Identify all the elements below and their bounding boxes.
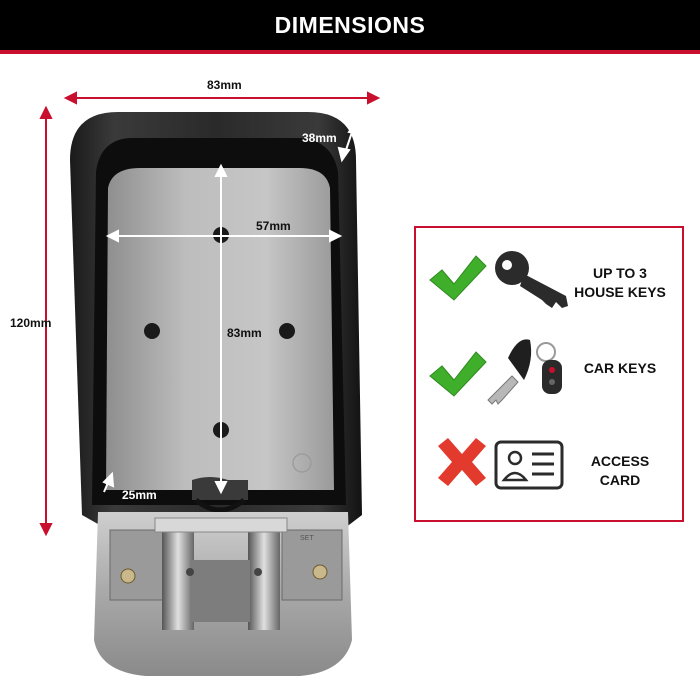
lock-mechanism-left	[109, 529, 171, 601]
feature-label-car-keys: CAR KEYS	[583, 360, 657, 376]
green-check-icon	[429, 255, 487, 301]
lock-mechanism-right	[281, 529, 343, 601]
mounting-hole-right	[279, 323, 295, 339]
page-title: DIMENSIONS	[274, 11, 426, 38]
depth-dimension-label: 38mm	[302, 131, 337, 145]
green-check-icon	[429, 351, 487, 397]
shackle-bar	[154, 517, 288, 533]
shackle-right	[248, 520, 280, 630]
compatibility-icons	[429, 251, 568, 490]
house-key-icon	[495, 251, 568, 308]
red-cross-icon	[438, 438, 486, 486]
shackle-dimension-label: 25mm	[122, 488, 157, 502]
height-dimension-label: 120mm	[10, 316, 52, 330]
feature-label-house-keys: UP TO 3 HOUSE KEYS	[574, 265, 666, 300]
inner-width-dimension-label: 57mm	[256, 219, 291, 233]
width-dimension-label: 83mm	[207, 78, 242, 92]
feature-label-access-card: ACCESS CARD	[590, 453, 650, 488]
mounting-hole-left	[144, 323, 160, 339]
compatibility-panel: UP TO 3 HOUSE KEYS CAR KEYS ACCESS CARD	[414, 226, 684, 522]
small-hole	[292, 453, 312, 473]
engraving-text: SET	[300, 535, 314, 542]
car-key-icon	[487, 339, 562, 405]
id-card-icon	[494, 440, 564, 490]
inner-height-dimension-label: 83mm	[227, 326, 262, 340]
header-accent-stripe	[0, 50, 700, 54]
header-bar: DIMENSIONS	[0, 0, 700, 50]
